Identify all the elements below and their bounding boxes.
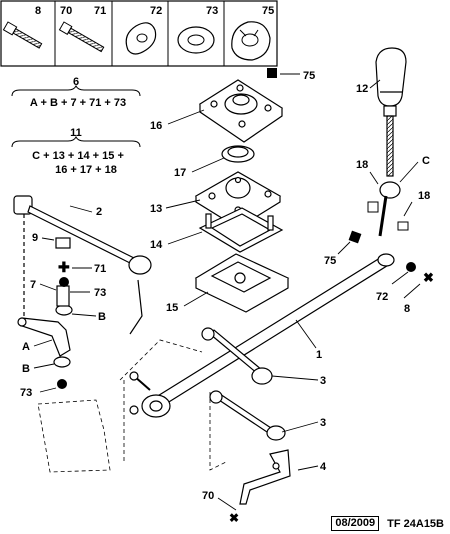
leader-lines [33, 73, 421, 511]
strip-ref-72: 72 [150, 5, 162, 17]
gear-lever [375, 47, 407, 237]
callout-70: 70 [202, 490, 214, 502]
square-marker-75-top [267, 68, 277, 78]
kit-11-number: 11 [70, 127, 82, 139]
callout-73b: 73 [20, 387, 32, 399]
parts-strip: 8 70 71 72 73 75 [0, 0, 278, 67]
bush-75-icon [231, 21, 271, 61]
callout-14: 14 [150, 239, 163, 251]
strip-ref-8: 8 [35, 5, 41, 17]
callout-72: 72 [376, 291, 388, 303]
callout-73a: 73 [94, 287, 106, 299]
callout-18a: 18 [356, 159, 368, 171]
dot-marker-73a [59, 277, 69, 287]
kit-6-group: 6 A + B + 7 + 71 + 73 [11, 76, 141, 109]
housing-stack [194, 79, 290, 313]
callout-7: 7 [30, 279, 36, 291]
callout-A: A [22, 341, 30, 353]
strip-ref-70: 70 [60, 5, 72, 17]
washer-72-icon [125, 22, 157, 55]
footer-date: 08/2009 [331, 516, 380, 531]
linkage-rods [13, 195, 395, 505]
strip-ref-71: 71 [94, 5, 106, 17]
bolt-8-icon [2, 21, 43, 49]
cross-marker-8: ✖ [423, 270, 434, 285]
callout-16: 16 [150, 120, 162, 132]
callout-2: 2 [96, 206, 102, 218]
screw-70-icon [58, 21, 105, 53]
cross-marker-70: ✖ [229, 511, 239, 525]
cross-marker-71: ✚ [58, 259, 70, 275]
callout-9: 9 [32, 232, 38, 244]
callout-75-top: 75 [303, 70, 315, 82]
washer-73-icon [177, 26, 215, 54]
callout-4: 4 [320, 461, 327, 473]
callout-13: 13 [150, 203, 162, 215]
callout-3b: 3 [320, 417, 326, 429]
kit-11-group: 11 C + 13 + 14 + 15 + 16 + 17 + 18 [11, 127, 141, 176]
callout-B2: B [22, 363, 30, 375]
strip-ref-75: 75 [262, 5, 274, 17]
callout-71: 71 [94, 263, 106, 275]
kit-11-formula-line1: C + 13 + 14 + 15 + [32, 150, 124, 162]
callout-18b: 18 [418, 190, 430, 202]
markers: ✚ ✖ ✖ [57, 68, 434, 525]
bolt-18-right [397, 221, 409, 231]
strip-ref-73: 73 [206, 5, 218, 17]
footer-stamp: 08/2009 TF 24A15B [331, 516, 444, 531]
callout-C: C [422, 155, 430, 167]
callout-17: 17 [174, 167, 186, 179]
casing-outline [37, 339, 227, 473]
kit-6-number: 6 [73, 76, 79, 88]
footer-code: TF 24A15B [387, 517, 444, 530]
callouts: 75 12 16 17 13 14 15 2 9 71 7 73 B A B 7… [20, 70, 430, 502]
dot-marker-72 [406, 262, 416, 272]
bolt-18-left [367, 201, 379, 213]
kit-6-formula: A + B + 7 + 71 + 73 [30, 97, 126, 109]
kit-11-formula-line2: 16 + 17 + 18 [55, 164, 117, 176]
dot-marker-73b [57, 379, 67, 389]
callout-3a: 3 [320, 375, 326, 387]
square-marker-75-mid [348, 230, 362, 244]
callout-1: 1 [316, 349, 322, 361]
callout-75-mid: 75 [324, 255, 336, 267]
callout-12: 12 [356, 83, 368, 95]
callout-B1: B [98, 311, 106, 323]
callout-8: 8 [404, 303, 410, 315]
callout-15: 15 [166, 302, 178, 314]
